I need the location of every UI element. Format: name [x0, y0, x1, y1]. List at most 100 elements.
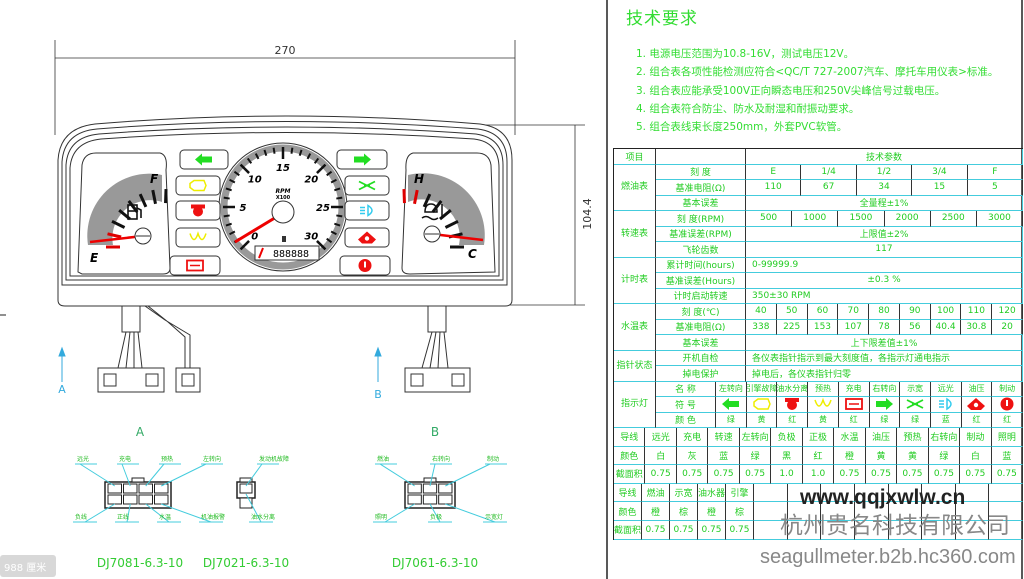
pin-label: 油水分离 [251, 513, 275, 521]
section-label: 计时表 [614, 257, 656, 304]
water-separator-icon [191, 204, 205, 217]
table-value: 3/4 [912, 164, 968, 180]
table-row: 基本误差全量程±1% [656, 195, 1023, 211]
table-value: 110 [746, 180, 802, 196]
table-value: 2500 [930, 211, 977, 227]
table-value: 34 [856, 180, 913, 196]
table-value: 117 [746, 242, 1023, 258]
table-value: 1/2 [856, 164, 913, 180]
odometer-readout: 888888 [273, 249, 309, 260]
section-label: 水温表 [614, 304, 656, 351]
table-value: 90 [899, 304, 931, 320]
water-separator-lamp [175, 200, 221, 221]
table-value: 2000 [884, 211, 931, 227]
table-value: 红 [838, 412, 870, 428]
table-value: 0.75 [698, 520, 726, 540]
pin-label: 示宽灯 [485, 513, 503, 521]
table-value [989, 502, 1023, 521]
connector-DJ7061-6.3-10: B燃油右转向制动照明负极示宽灯DJ7061-6.3-10 [373, 425, 507, 570]
tach-tick [229, 178, 236, 184]
table-value [922, 502, 956, 521]
oil-pressure-icon [967, 398, 986, 411]
table-value: 棕 [726, 502, 754, 521]
table-value: 截面积 [614, 520, 642, 540]
scale-badge: 988 厘米 [0, 555, 56, 577]
row-name: 基准电阻(Ω) [656, 180, 746, 196]
tach-tick [225, 187, 232, 192]
table-value: 0.75 [928, 465, 961, 484]
table-value: 导线 [614, 483, 642, 503]
table-value: 绿 [869, 412, 901, 428]
table-value: 白 [645, 446, 677, 466]
pin-label: 水温 [159, 513, 171, 521]
right-arrow-symbol [869, 397, 901, 413]
table-row: 累计时间(hours)0-99999.9 [656, 257, 1023, 273]
table-value: 60 [807, 304, 839, 320]
table-value [821, 502, 855, 521]
table-value: 上限值±2% [746, 226, 1023, 242]
table-value [787, 502, 822, 521]
table-value: 3000 [976, 211, 1024, 227]
view-a-label: A [58, 383, 66, 396]
tach-tick-label: 0 [251, 231, 258, 242]
table-value: 0.75 [834, 465, 866, 484]
table-value: ±0.3 % [746, 273, 1023, 289]
row-name: 颜 色 [656, 412, 716, 428]
table-value: 0.75 [865, 465, 898, 484]
indicator-row: 颜 色绿黄红黄红绿绿蓝红红 [656, 412, 1024, 428]
pin-label: 远光 [77, 455, 89, 463]
high-beam-icon [360, 204, 373, 217]
connector-pin [138, 483, 153, 494]
fuel-gauge: F E [77, 152, 171, 275]
table-value: 40.4 [930, 319, 962, 335]
table-value: 绿 [900, 412, 931, 428]
temp-tick [413, 189, 419, 205]
table-value: 油压 [961, 381, 993, 397]
tach-tick [334, 187, 341, 192]
fuel-pump-icon [127, 204, 142, 220]
table-value: 右转向 [928, 428, 961, 447]
table-value: 1500 [838, 211, 885, 227]
table-value: 0.75 [645, 465, 677, 484]
tach-hub [271, 200, 295, 224]
table-value: 红 [777, 412, 809, 428]
table-row: 基本误差上下限差值±1% [656, 335, 1023, 351]
brake-icon [358, 259, 372, 272]
table-value [955, 502, 990, 521]
tach-tick [246, 157, 253, 164]
temp-tick [422, 193, 432, 208]
table-value: 蓝 [708, 446, 740, 466]
tach-tick [239, 240, 250, 251]
connector-pin [438, 483, 453, 494]
pin-label: 发动机故障 [259, 455, 289, 463]
table-value [888, 483, 923, 503]
position-lamp-lamp [344, 175, 390, 196]
table-value: 各仪表指针指示到最大刻度值，各指示灯通电指示 [746, 350, 1023, 366]
table-value: 棕 [670, 502, 698, 521]
technical-requirements: 技术要求 1. 电源电压范围为10.8-16V，测试电压12V。 2. 组合表各… [622, 4, 998, 136]
tach-tick-label: 25 [316, 203, 330, 214]
table-row: 基准误差(RPM)上限值±2% [656, 226, 1023, 242]
engine-lamp [175, 175, 221, 196]
table-value: 0.75 [642, 520, 670, 540]
table-row: 基准误差(Hours)±0.3 % [656, 273, 1023, 289]
connector-model-label: DJ7061-6.3-10 [392, 556, 478, 570]
table-value [955, 483, 990, 503]
oil-pressure-symbol [961, 397, 993, 413]
table-value: 1/4 [801, 164, 857, 180]
tach-tick [272, 147, 276, 154]
tach-tick [233, 170, 240, 177]
position-lamp-icon [906, 399, 924, 410]
pin-label: 预热 [161, 455, 173, 463]
width-dimension: 270 [54, 40, 516, 135]
pin-label: 左转向 [203, 455, 221, 463]
temp-tick [431, 200, 443, 213]
row-name: 开机自检 [656, 350, 746, 366]
table-value [754, 483, 788, 503]
